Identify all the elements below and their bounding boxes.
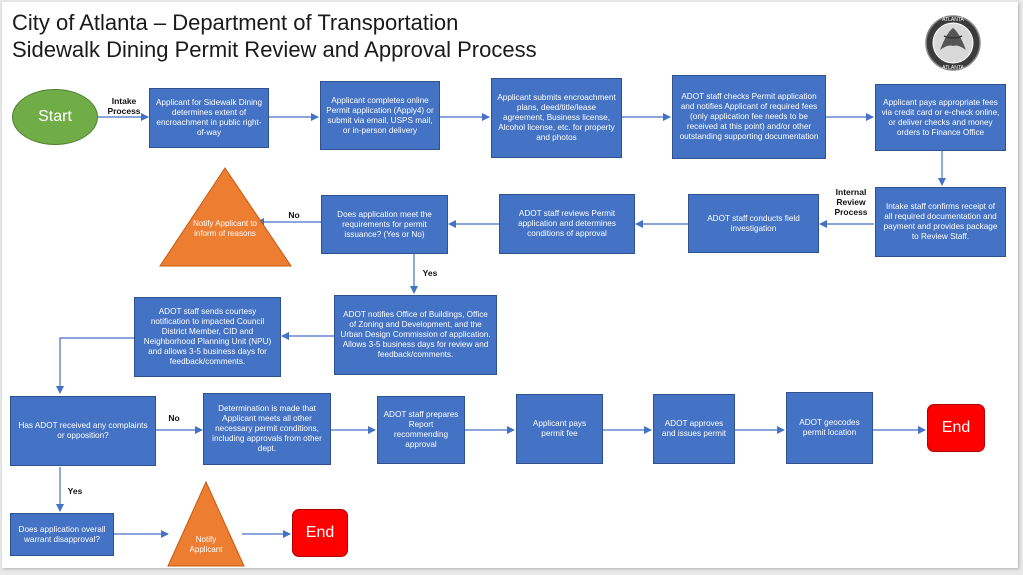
- step-approve-permit: ADOT approves and issues permit: [653, 394, 735, 464]
- end-node-1: End: [927, 404, 985, 452]
- city-seal-icon: ATLANTA ATLANTA: [925, 15, 981, 71]
- step-complete-application: Applicant completes online Permit applic…: [320, 81, 440, 150]
- no-label-2: No: [168, 413, 180, 423]
- page-subtitle: Sidewalk Dining Permit Review and Approv…: [12, 37, 537, 62]
- step-geocode-location: ADOT geocodes permit location: [786, 392, 873, 464]
- start-node: Start: [12, 89, 98, 145]
- step-notify-offices: ADOT notifies Office of Buildings, Offic…: [334, 295, 497, 375]
- internal-review-process-label: Internal Review Process: [834, 187, 868, 217]
- step-field-investigation: ADOT staff conducts field investigation: [688, 194, 819, 253]
- step-check-application: ADOT staff checks Permit application and…: [672, 75, 826, 159]
- svg-text:ATLANTA: ATLANTA: [942, 65, 964, 71]
- svg-text:ATLANTA: ATLANTA: [942, 17, 964, 23]
- step-warrant-disapproval: Does application overall warrant disappr…: [10, 513, 114, 556]
- step-pay-fees: Applicant pays appropriate fees via cred…: [875, 84, 1006, 151]
- notify-applicant-shape: [167, 480, 245, 567]
- notify-applicant-reasons-text: Notify Applicant to inform of reasons: [192, 219, 258, 238]
- page-title: City of Atlanta – Department of Transpor…: [12, 10, 459, 35]
- no-label-1: No: [288, 210, 300, 220]
- step-meets-requirements: Does application meet the requirements f…: [321, 195, 448, 254]
- yes-label-1: Yes: [422, 268, 438, 278]
- step-review-permit: ADOT staff reviews Permit application an…: [499, 194, 635, 254]
- step-complaints-received: Has ADOT received any complaints or oppo…: [10, 396, 156, 466]
- yes-label-2: Yes: [67, 486, 83, 496]
- notify-applicant-text: Notify Applicant: [189, 535, 223, 554]
- end-node-2: End: [292, 509, 348, 557]
- step-courtesy-notification: ADOT staff sends courtesy notification t…: [134, 297, 281, 377]
- step-pay-permit-fee: Applicant pays permit fee: [516, 394, 603, 464]
- step-submit-plans: Applicant submits encroachment plans, de…: [491, 78, 622, 158]
- step-intake-confirms: Intake staff confirms receipt of all req…: [875, 187, 1006, 257]
- step-prepare-report: ADOT staff prepares Report recommending …: [377, 396, 465, 464]
- notify-applicant-reasons-shape: [159, 167, 292, 267]
- step-determine-encroachment: Applicant for Sidewalk Dining determines…: [149, 88, 269, 148]
- step-determination: Determination is made that Applicant mee…: [203, 393, 331, 465]
- intake-process-label: Intake Process: [107, 96, 141, 116]
